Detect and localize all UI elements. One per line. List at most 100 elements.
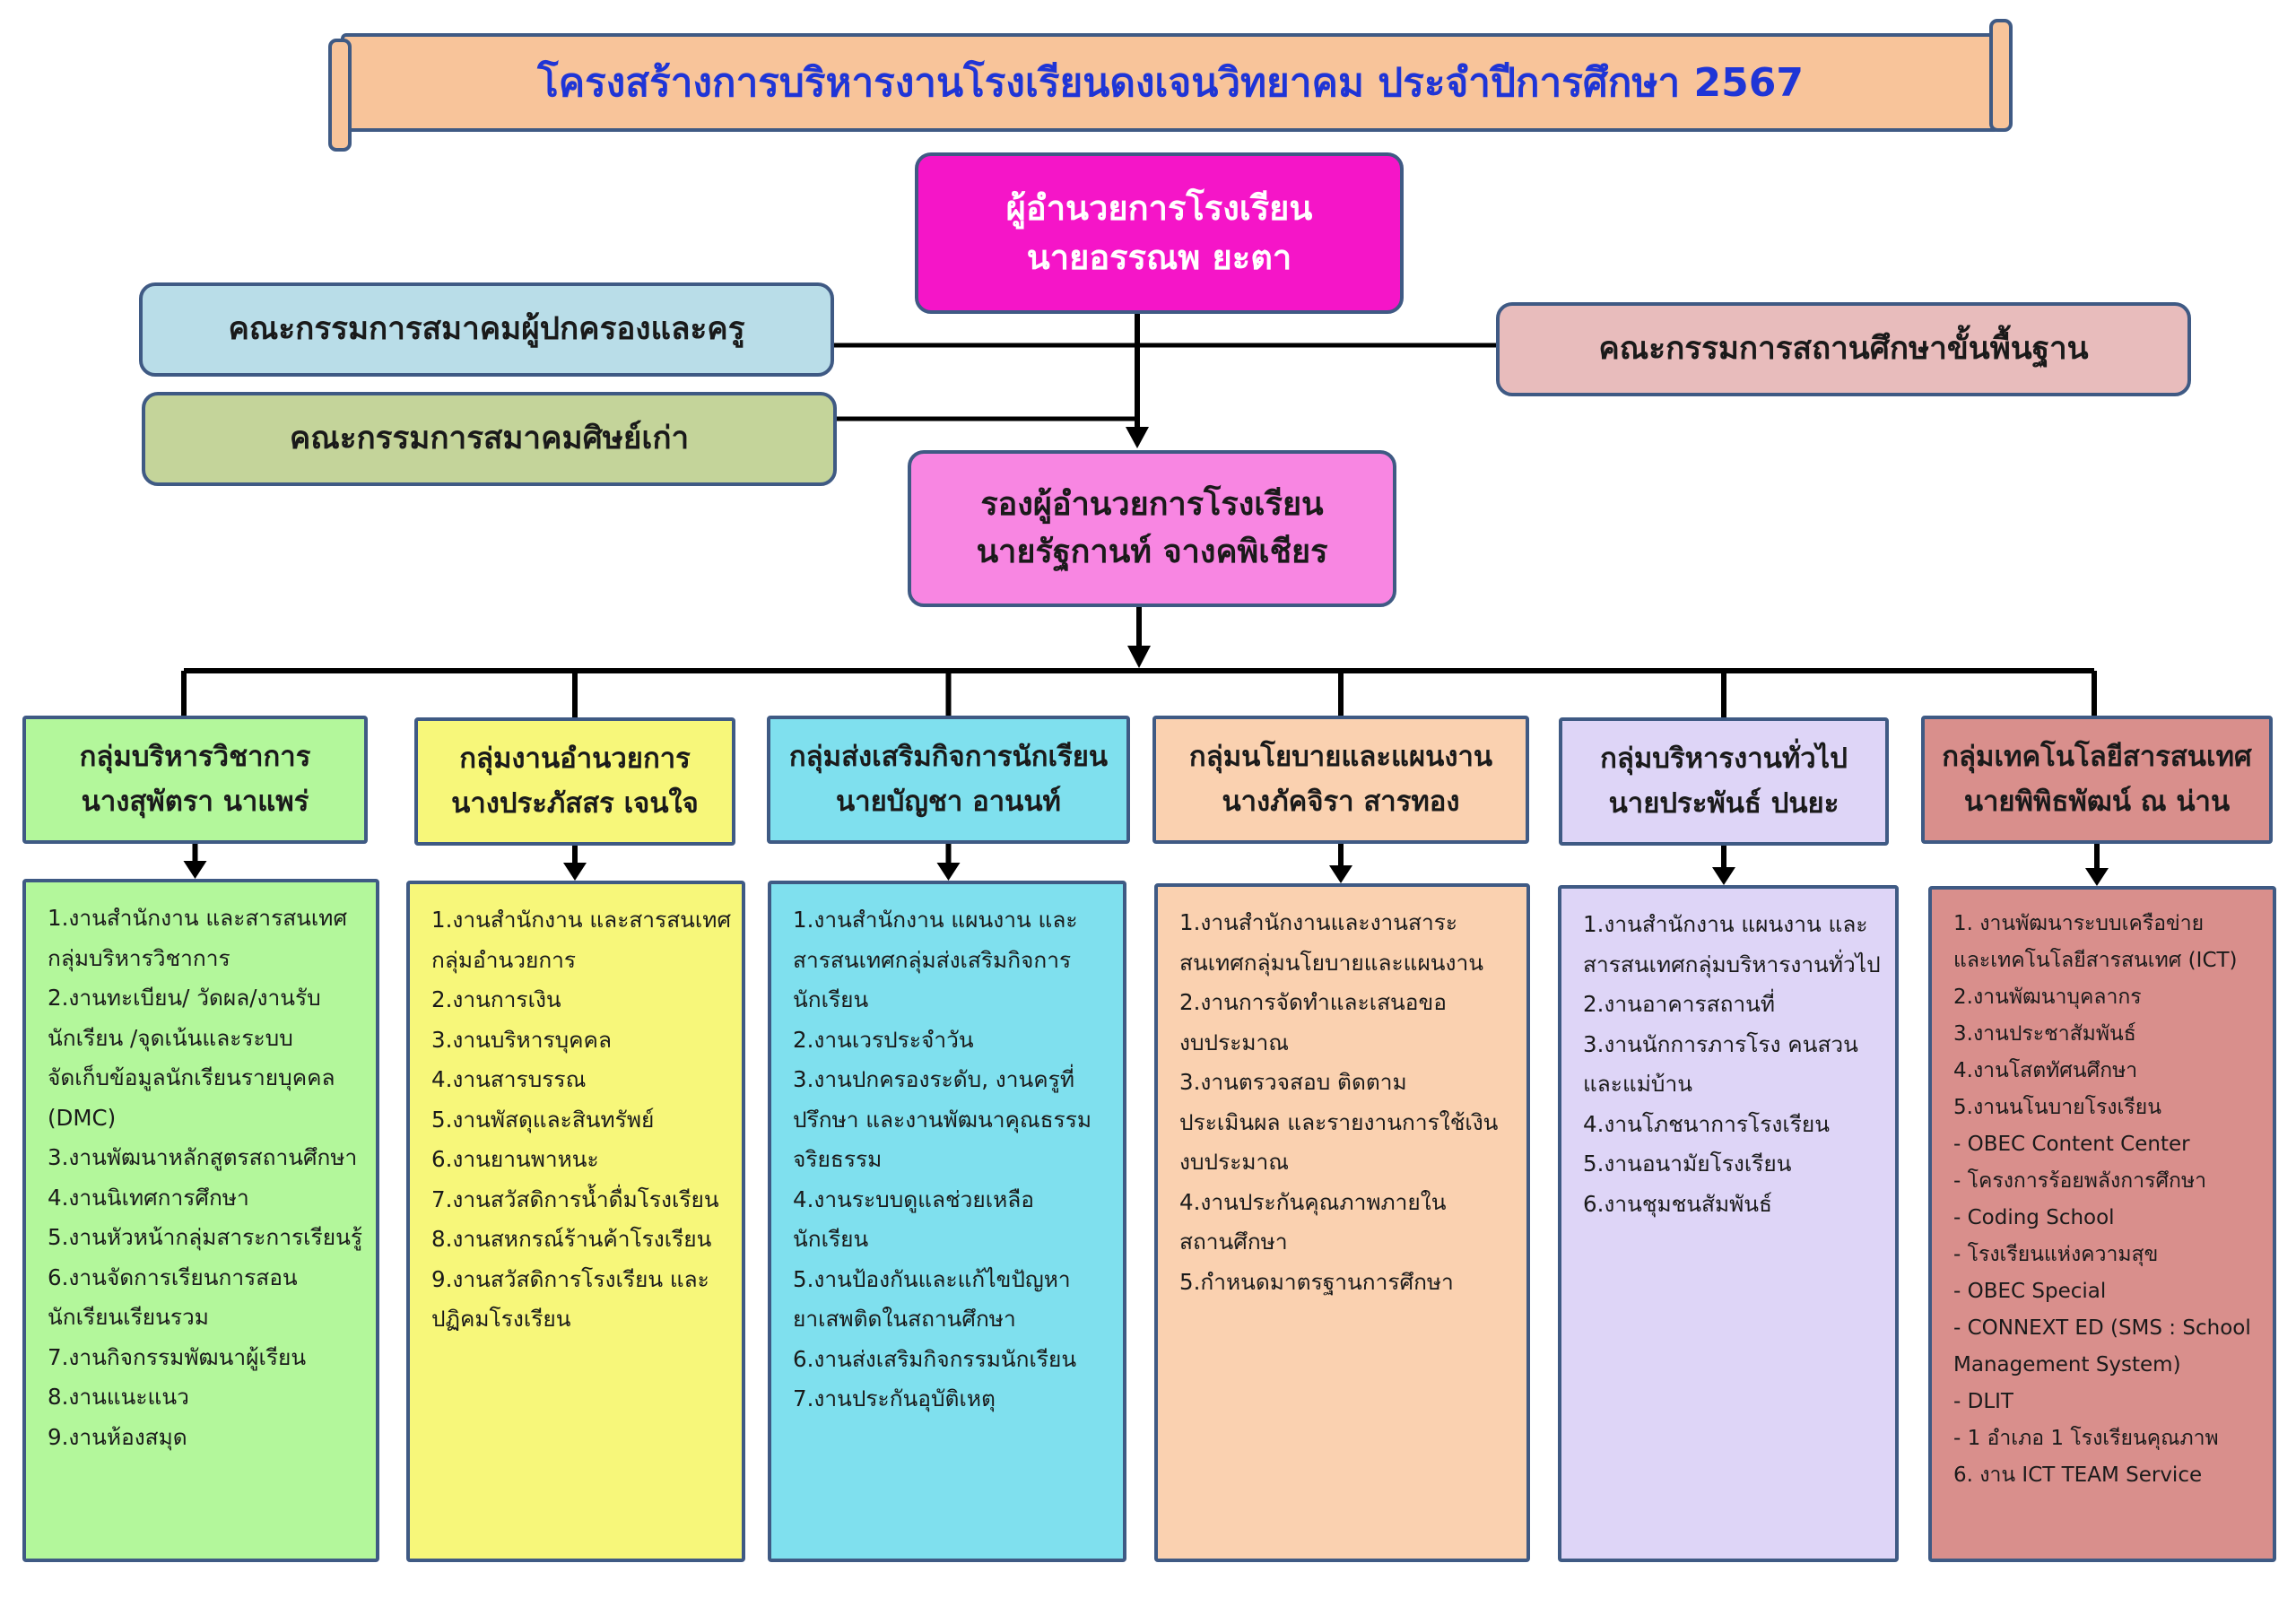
task-item: 6.งานจัดการเรียนการสอน นักเรียนเรียนรวม [48,1264,298,1331]
task-item: - CONNEXT ED (SMS : School Management Sy… [1953,1316,2251,1376]
task-item: 2.งานพัฒนาบุคลากร [1953,986,2142,1009]
task-item: 7.งานกิจกรรมพัฒนาผู้เรียน [48,1343,307,1370]
scroll-curl-right [1989,19,2013,132]
task-item: 2.งานเวรประจำวัน [793,1026,974,1053]
group-head-name: นายบัญชา อานนท์ [836,785,1061,818]
group-tasks-policy-planning: 1.งานสำนักงานและงานสาระ สนเทศกลุ่มนโยบาย… [1154,883,1530,1562]
director-name: นายอรรณพ ยะตา [1026,238,1292,277]
alumni-committee-box: คณะกรรมการสมาคมศิษย์เก่า [142,392,837,486]
group-arrowhead [183,861,207,879]
group-tasks-general-admin: 1.งานสำนักงาน แผนงาน และ สารสนเทศกลุ่มบร… [1558,885,1899,1562]
task-item: 4.งานโภชนาการโรงเรียน [1583,1110,1830,1137]
task-list: 1.งานสำนักงานและงานสาระ สนเทศกลุ่มนโยบาย… [1179,903,1516,1302]
task-item: 5.งานนโนบายโรงเรียน [1953,1096,2161,1119]
task-item: 7.งานสวัสดิการน้ำดื่มโรงเรียน [431,1185,719,1212]
group-title: กลุ่มส่งเสริมกิจการนักเรียน [788,740,1109,773]
task-item: 3.งานปกครองระดับ, งานครูที่ ปรึกษา และงา… [793,1066,1091,1172]
group-tasks-academic: 1.งานสำนักงาน และสารสนเทศ กลุ่มบริหารวิช… [22,879,379,1562]
task-item: 3.งานตรวจสอบ ติดตาม ประเมินผล และรายงานก… [1179,1069,1499,1175]
group-head-general-admin: กลุ่มบริหารงานทั่วไป นายประพันธ์ ปนยะ [1559,717,1889,846]
deputy-name: นายรัฐกานท์ จางคพิเชียร [976,533,1328,570]
school-board-committee-label: คณะกรรมการสถานศึกษาขั้นพื้นฐาน [1598,331,2089,368]
group-arrowhead [563,863,587,881]
group-head-name: นางภัคจิรา สารทอง [1222,785,1460,818]
director-to-deputy-arrowhead [1126,427,1149,448]
task-item: - Coding School [1953,1206,2115,1229]
group-arrowhead [2085,868,2109,886]
task-item: - โครงการร้อยพลังการศึกษา [1953,1169,2207,1193]
task-list: 1.งานสำนักงาน แผนงาน และ สารสนเทศกลุ่มส่… [793,900,1112,1420]
task-list: 1.งานสำนักงาน แผนงาน และ สารสนเทศกลุ่มบร… [1583,905,1884,1224]
task-item: 4.งานประกันคุณภาพภายใน สถานศึกษา [1179,1188,1447,1255]
deputy-director-box: รองผู้อำนวยการโรงเรียน นายรัฐกานท์ จางคพ… [908,450,1396,607]
deputy-role: รองผู้อำนวยการโรงเรียน [980,486,1324,524]
task-item: - 1 อำเภอ 1 โรงเรียนคุณภาพ [1953,1427,2219,1450]
task-item: 3.งานนักการภารโรง คนสวน และแม่บ้าน [1583,1030,1858,1098]
task-item: 6.งานชุมชนสัมพันธ์ [1583,1190,1772,1217]
task-item: - OBEC Special [1953,1280,2107,1303]
task-item: 9.งานห้องสมุด [48,1423,187,1450]
group-title: กลุ่มเทคโนโลยีสารสนเทศ [1942,740,2252,773]
task-item: 9.งานสวัสดิการโรงเรียน และ ปฏิคมโรงเรียน [431,1265,709,1333]
task-list: 1. งานพัฒนาระบบเครือข่าย และเทคโนโลยีสาร… [1953,906,2262,1494]
task-item: 4.งานนิเทศการศึกษา [48,1184,249,1211]
group-tasks-student-affairs: 1.งานสำนักงาน แผนงาน และ สารสนเทศกลุ่มส่… [768,881,1126,1562]
director-role: ผู้อำนวยการโรงเรียน [1005,187,1313,228]
task-item: 1.งานสำนักงานและงานสาระ สนเทศกลุ่มนโยบาย… [1179,909,1484,976]
group-tasks-ict: 1. งานพัฒนาระบบเครือข่าย และเทคโนโลยีสาร… [1928,886,2276,1562]
alumni-committee-label: คณะกรรมการสมาคมศิษย์เก่า [289,421,690,457]
director-box: ผู้อำนวยการโรงเรียน นายอรรณพ ยะตา [915,152,1404,314]
task-item: 5.กำหนดมาตรฐานการศึกษา [1179,1268,1454,1295]
task-item: 4.งานสารบรรณ [431,1066,587,1092]
group-drop-lines [181,671,2097,717]
parent-teacher-committee-label: คณะกรรมการสมาคมผู้ปกครองและครู [228,311,745,348]
group-arrowhead [1712,867,1735,885]
task-item: 2.งานการจัดทำและเสนอขอ งบประมาณ [1179,989,1447,1055]
task-item: 5.งานอนามัยโรงเรียน [1583,1151,1792,1177]
title-banner: โครงสร้างการบริหารงานโรงเรียนดงเจนวิทยาค… [328,19,2013,152]
group-title: กลุ่มบริหารงานทั่วไป [1600,742,1848,775]
group-arrows [183,844,2109,886]
task-item: 1.งานสำนักงาน และสารสนเทศ กลุ่มบริหารวิช… [48,905,348,971]
task-list: 1.งานสำนักงาน และสารสนเทศ กลุ่มอำนวยการ 2… [431,900,731,1340]
task-item: 6.งานส่งเสริมกิจกรรมนักเรียน [793,1345,1077,1372]
group-head-name: นายประพันธ์ ปนยะ [1608,786,1839,820]
task-item: - DLIT [1953,1390,2013,1413]
task-item: 4.งานโสตทัศนศึกษา [1953,1059,2138,1082]
task-item: 1.งานสำนักงาน แผนงาน และ สารสนเทศกลุ่มบร… [1583,911,1881,977]
deputy-to-bar-arrowhead [1127,646,1151,668]
task-item: 8.งานสหกรณ์ร้านค้าโรงเรียน [431,1226,712,1252]
group-title: กลุ่มบริหารวิชาการ [79,740,311,773]
task-item: 5.งานพัสดุและสินทรัพย์ [431,1106,655,1133]
group-head-student-affairs: กลุ่มส่งเสริมกิจการนักเรียน นายบัญชา อาน… [767,716,1130,844]
page-title: โครงสร้างการบริหารงานโรงเรียนดงเจนวิทยาค… [537,60,1804,106]
group-head-administration: กลุ่มงานอำนวยการ นางประภัสสร เจนใจ [414,717,735,846]
group-head-name: นายพิพิธพัฒน์ ณ น่าน [1963,785,2231,818]
group-tasks-administration: 1.งานสำนักงาน และสารสนเทศ กลุ่มอำนวยการ 2… [406,881,745,1562]
task-item: 6.งานยานพาหนะ [431,1146,599,1172]
group-arrowhead [1329,865,1352,883]
task-item: 3.งานประชาสัมพันธ์ [1953,1022,2136,1046]
task-item: - OBEC Content Center [1953,1133,2190,1156]
task-item: 5.งานป้องกันและแก้ไขปัญหา ยาเสพติดในสถาน… [793,1265,1071,1333]
task-item: 1. งานพัฒนาระบบเครือข่าย และเทคโนโลยีสาร… [1953,912,2238,972]
group-head-academic: กลุ่มบริหารวิชาการ นางสุพัตรา นาแพร่ [22,716,368,844]
task-item: 4.งานระบบดูแลช่วยเหลือ นักเรียน [793,1185,1034,1253]
task-item: 1.งานสำนักงาน แผนงาน และ สารสนเทศกลุ่มส่… [793,907,1078,1012]
school-board-committee-box: คณะกรรมการสถานศึกษาขั้นพื้นฐาน [1496,302,2191,396]
task-item: 3.งานพัฒนาหลักสูตรสถานศึกษา [48,1144,358,1170]
parent-teacher-committee-box: คณะกรรมการสมาคมผู้ปกครองและครู [139,282,834,377]
group-head-name: นางสุพัตรา นาแพร่ [81,785,309,818]
scroll-curl-left [328,39,352,152]
group-arrowhead [936,863,961,881]
task-item: 5.งานหัวหน้ากลุ่มสาระการเรียนรู้ [48,1224,362,1250]
task-item: 8.งานแนะแนว [48,1384,189,1410]
task-item: 2.งานทะเบียน/ วัดผล/งานรับ นักเรียน /จุด… [48,985,335,1131]
task-item: 6. งาน ICT TEAM Service [1953,1463,2203,1487]
group-head-ict: กลุ่มเทคโนโลยีสารสนเทศ นายพิพิธพัฒน์ ณ น… [1921,716,2273,844]
task-item: 7.งานประกันอุบัติเหตุ [793,1385,996,1411]
task-item: 3.งานบริหารบุคคล [431,1026,612,1053]
task-item: 1.งานสำนักงาน และสารสนเทศ กลุ่มอำนวยการ [431,907,732,973]
task-item: 2.งานการเงิน [431,986,561,1012]
group-title: กลุ่มงานอำนวยการ [459,742,691,775]
